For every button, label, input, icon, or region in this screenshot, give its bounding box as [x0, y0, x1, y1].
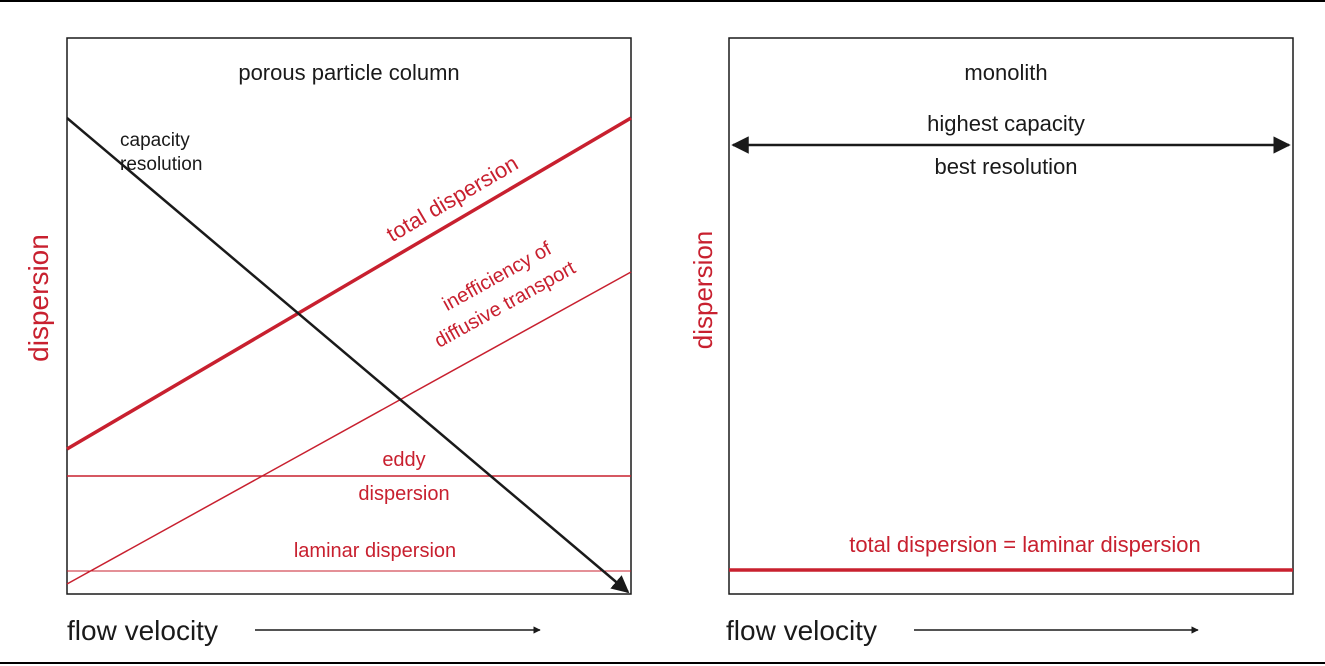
right-panel-title: monolith	[964, 60, 1047, 85]
resolution-label: resolution	[120, 154, 202, 175]
total-dispersion-line	[66, 116, 632, 451]
capacity-label: capacity	[120, 130, 190, 151]
total-dispersion-label: total dispersion	[382, 150, 522, 246]
left-plot-frame	[66, 37, 632, 595]
eddy-label: eddy	[382, 449, 425, 471]
laminar-dispersion-label: laminar dispersion	[294, 540, 456, 562]
right-x-axis-label: flow velocity	[726, 615, 877, 646]
left-y-axis-label: dispersion	[23, 234, 54, 362]
capacity-resolution-arrow	[66, 117, 630, 594]
eddy-dispersion-label: dispersion	[358, 483, 449, 505]
left-panel: porous particle column dispersion flow v…	[23, 37, 632, 646]
left-x-axis-label: flow velocity	[67, 615, 218, 646]
right-panel: monolith dispersion flow velocity highes…	[688, 37, 1294, 646]
best-resolution-label: best resolution	[934, 154, 1077, 179]
diffusive-transport-line	[66, 271, 632, 585]
total-laminar-dispersion-label: total dispersion = laminar dispersion	[849, 532, 1201, 557]
highest-capacity-label: highest capacity	[927, 111, 1085, 136]
right-y-axis-label: dispersion	[688, 231, 718, 350]
left-panel-title: porous particle column	[238, 60, 459, 85]
right-plot-frame	[728, 37, 1294, 595]
